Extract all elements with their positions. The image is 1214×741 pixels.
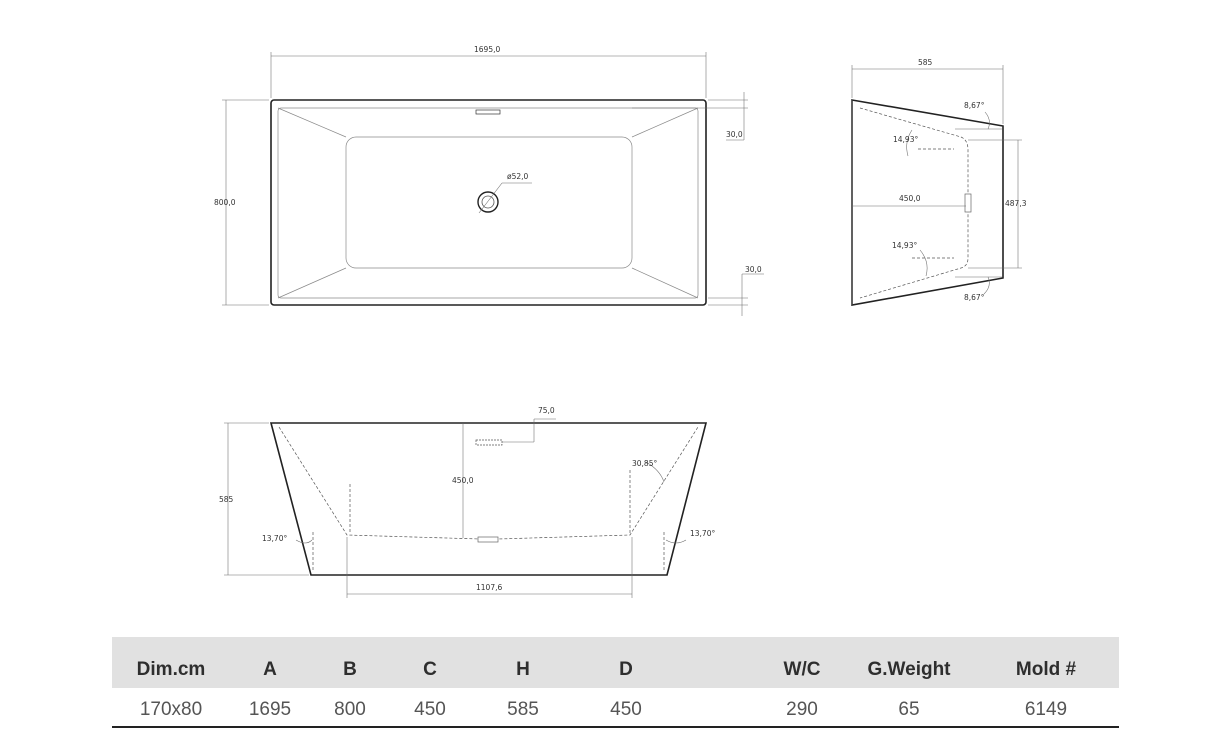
inner-angle-top-label: 14,93° (893, 135, 918, 144)
inner-angle-bottom-label: 14,93° (892, 241, 917, 250)
value-gweight: 65 (898, 699, 920, 720)
front-overflow-label: 75,0 (538, 406, 555, 415)
overflow-slot (475, 109, 501, 115)
drain-icon (477, 191, 499, 213)
side-angle-bottom-label: 8,67° (964, 293, 985, 302)
tub-outer-rim (270, 99, 707, 306)
side-depth-label: 585 (918, 58, 933, 67)
value-d: 450 (610, 699, 642, 720)
spec-table: Dim.cm A B C H D W/C G.Weight Mold # 170… (112, 637, 1119, 729)
technical-drawing: ø52,0 1695,0 800,0 30,0 30,0 585 (214, 45, 1027, 598)
side-view: 585 8,67° 14,93° 450,0 487,3 14,93° 8,67… (851, 58, 1027, 306)
top-view: ø52,0 1695,0 800,0 30,0 30,0 (214, 45, 764, 316)
front-inner-profile (278, 426, 699, 540)
value-mold: 6149 (1024, 699, 1068, 720)
top-length-label: 1695,0 (474, 45, 500, 54)
front-view: 75,0 450,0 585 30,85° 13,70° 13,70° 1107… (219, 406, 715, 598)
value-wc: 290 (786, 699, 818, 720)
front-height-label: 585 (219, 495, 234, 504)
value-h: 585 (507, 699, 539, 720)
front-outer-profile (269, 422, 708, 576)
tub-floor (345, 136, 633, 269)
value-dim: 170x80 (139, 699, 203, 720)
front-floor-length-label: 1107,6 (476, 583, 502, 592)
inner-depth-label: 450,0 (899, 194, 921, 203)
header-gweight: G.Weight (867, 659, 951, 680)
side-angle-top-label: 8,67° (964, 101, 985, 110)
header-a: A (263, 659, 277, 680)
inner-height-label: 487,3 (1005, 199, 1027, 208)
header-c: C (423, 659, 437, 680)
tub-inner-rim (277, 107, 699, 299)
front-angle-top-label: 30,85° (632, 459, 657, 468)
top-width-label: 800,0 (214, 198, 236, 207)
header-mold: Mold # (1015, 659, 1077, 680)
front-inner-depth-label: 450,0 (452, 476, 474, 485)
drain-diameter-label: ø52,0 (507, 172, 529, 181)
rim-bottom-label: 30,0 (745, 265, 762, 274)
front-angle-left-label: 13,70° (262, 534, 287, 543)
value-a: 1695 (248, 699, 292, 720)
header-d: D (619, 659, 633, 680)
spec-table-bottom-rule (112, 726, 1119, 728)
front-angle-right-label: 13,70° (690, 529, 715, 538)
rim-top-label: 30,0 (726, 130, 743, 139)
header-b: B (343, 659, 357, 680)
spec-table-header-bar (112, 637, 1119, 688)
side-outer-profile (851, 99, 1004, 306)
header-dim: Dim.cm (136, 659, 206, 680)
value-b: 800 (334, 699, 366, 720)
value-c: 450 (414, 699, 446, 720)
header-h: H (516, 659, 530, 680)
header-wc: W/C (783, 659, 821, 680)
